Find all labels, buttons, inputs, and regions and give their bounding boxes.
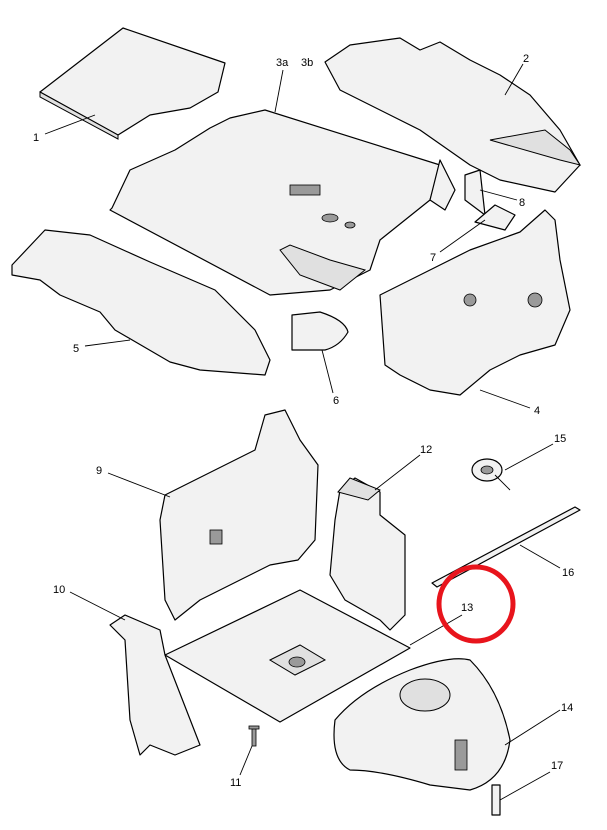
label-1: 1 [33,132,39,144]
label-9: 9 [96,465,102,477]
part-8 [464,169,486,216]
label-4: 4 [534,405,540,417]
label-10: 10 [53,584,65,596]
label-3a: 3a [276,57,289,69]
label-14: 14 [561,702,573,714]
part-4-side-trim [379,209,571,396]
part-17-clip [491,784,501,816]
part-6 [291,311,349,351]
label-11: 11 [230,777,241,789]
label-6: 6 [333,395,339,407]
part-14-tank-cover [333,658,511,791]
label-7: 7 [430,252,436,264]
label-8: 8 [519,197,525,209]
part-13-floor-frame [164,589,411,723]
part-15-grommet [471,458,511,491]
part-10-bracket [109,614,201,756]
part-5-panel [11,229,271,376]
part-1-mat [39,27,226,140]
label-5: 5 [73,343,79,355]
part-9-panel [159,409,319,621]
leader-lines [44,63,561,801]
label-3b: 3b [301,57,313,69]
part-7 [474,204,516,231]
label-17: 17 [551,760,563,772]
label-16: 16 [562,567,574,579]
highlight-circle [436,564,516,644]
part-3-floor [109,109,456,296]
label-13: 13 [461,602,473,614]
part-12-bracket [329,477,406,631]
label-15: 15 [554,433,566,445]
part-2-panel [324,37,582,193]
label-2: 2 [523,53,529,65]
label-12: 12 [420,444,432,456]
part-11-screw [248,725,260,747]
